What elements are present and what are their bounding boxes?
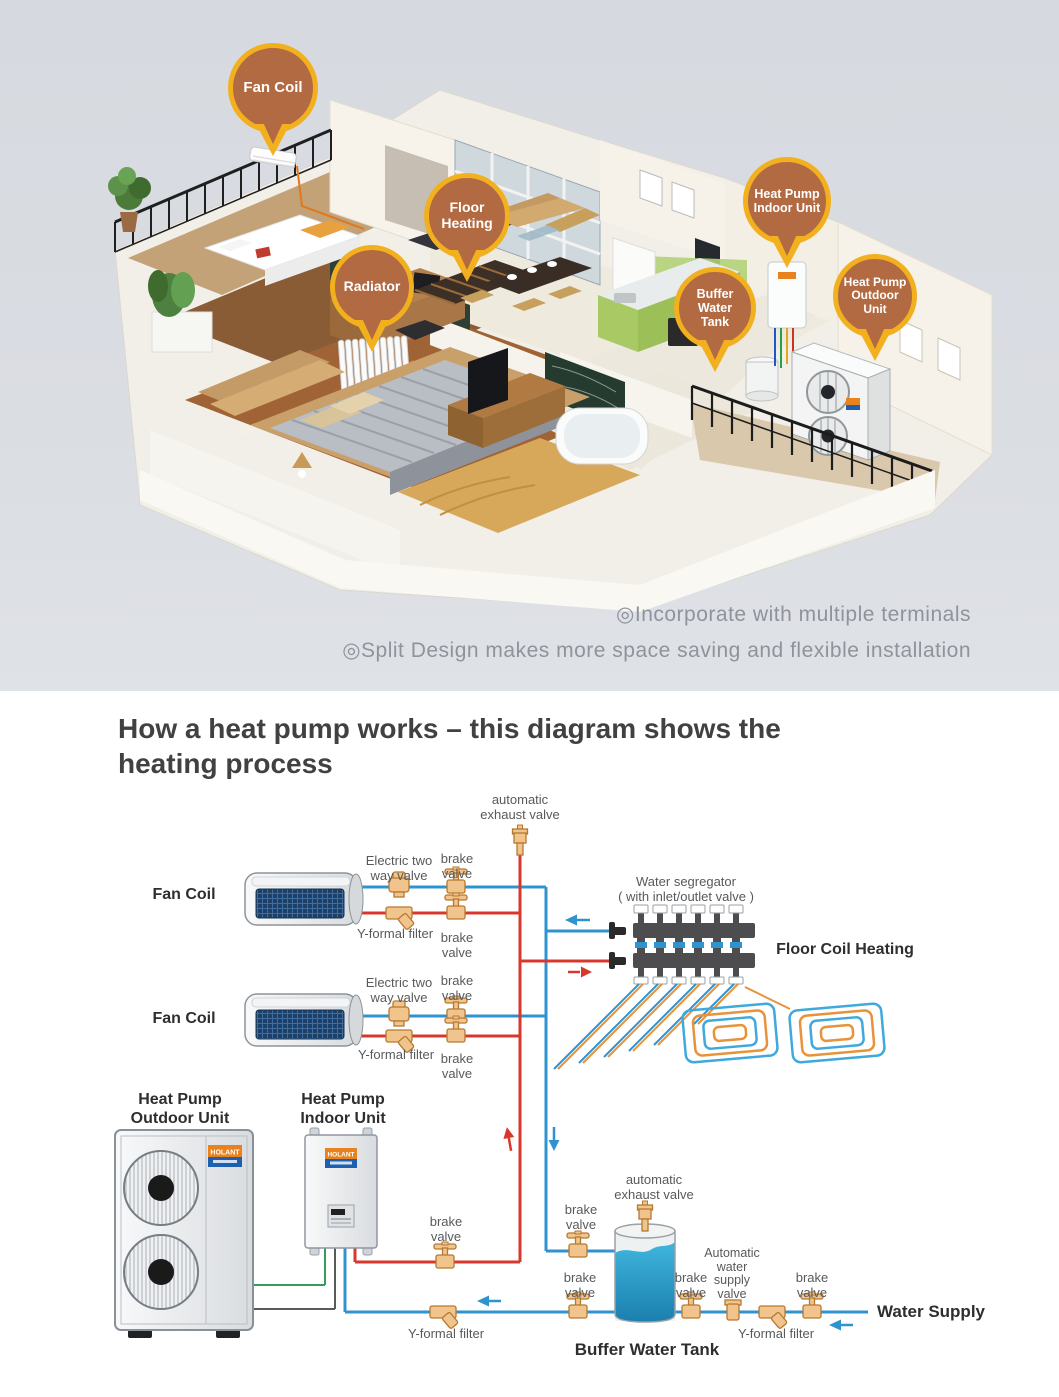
brake-valve-icon-tank-upper <box>566 1230 590 1258</box>
label-automatic-exhaust-valve-top: automatic exhaust valve <box>480 792 560 822</box>
heat-pump-outdoor-unit: HOLANT <box>114 1129 254 1338</box>
arrow-down-return-icon <box>548 1127 560 1151</box>
pin-heat-pump-indoor-label: Heat Pump Indoor Unit <box>753 187 821 215</box>
heat-pump-indoor-unit: HOLANT <box>304 1127 378 1256</box>
label-water-supply: Water Supply <box>877 1302 985 1321</box>
label-brake-valve-right2: brake valve <box>795 1270 829 1300</box>
feature-line-1: ◎Incorporate with multiple terminals <box>616 603 971 626</box>
label-y-formal-filter-1: Y-formal filter <box>356 926 434 941</box>
connection-lines <box>253 1248 336 1310</box>
water-segregator-unit <box>609 904 755 985</box>
label-fan-coil-1: Fan Coil <box>152 886 216 903</box>
label-fan-coil-2: Fan Coil <box>152 1010 216 1027</box>
pin-heat-pump-indoor: Heat Pump Indoor Unit <box>743 157 831 245</box>
front-slab <box>140 470 935 612</box>
fan-coil-unit-1 <box>244 872 364 926</box>
label-buffer-water-tank: Buffer Water Tank <box>574 1340 720 1359</box>
brand-text-outdoor: HOLANT <box>210 1150 240 1157</box>
heating-diagram-svg: HOLANT HOLANT <box>114 824 886 1338</box>
label-brake-valve-2b: brake valve <box>440 1051 474 1081</box>
label-y-formal-filter-2: Y-formal filter <box>357 1047 435 1062</box>
label-automatic-water-supply-valve: Automatic water supply valve <box>704 1246 760 1301</box>
pin-floor-heating: Floor Heating <box>424 173 510 259</box>
hero-section: Fan Coil Floor Heating Radiator Heat Pum… <box>0 0 1059 691</box>
arrow-left-bottom-icon <box>477 1295 501 1307</box>
pin-heat-pump-outdoor-label: Heat Pump Outdoor Unit <box>843 274 907 316</box>
label-brake-valve-2t: brake valve <box>440 973 474 1003</box>
label-brake-valve-1b: brake valve <box>440 930 474 960</box>
brand-text-indoor: HOLANT <box>327 1152 354 1159</box>
brand-badge-indoor <box>325 1148 357 1159</box>
label-automatic-exhaust-valve-tank: automatic exhaust valve <box>614 1172 694 1202</box>
label-electric-two-way-valve-1: Electric two way valve <box>365 853 433 883</box>
label-electric-two-way-valve-2: Electric two way valve <box>365 975 433 1005</box>
label-brake-valve-tank-upper: brake valve <box>564 1202 598 1232</box>
pin-buffer-water-tank: Buffer Water Tank <box>674 267 756 349</box>
bedroom2 <box>198 347 590 495</box>
buffer-water-tank-unit <box>614 1200 676 1323</box>
pin-radiator: Radiator <box>330 245 414 329</box>
brake-valve-icon-red <box>433 1241 457 1269</box>
pin-floor-heating-label: Floor Heating <box>441 199 493 231</box>
segregator-inlet-valve-icon <box>609 922 626 969</box>
label-brake-valve-bottom: brake valve <box>563 1270 597 1300</box>
label-heat-pump-indoor: Heat Pump Indoor Unit <box>300 1091 386 1128</box>
arrow-right-segregator-icon <box>568 966 592 978</box>
arrow-left-segregator-icon <box>565 914 590 926</box>
bathtub <box>555 407 649 465</box>
label-brake-valve-red: brake valve <box>429 1214 463 1244</box>
label-brake-valve-1t: brake valve <box>440 851 474 881</box>
schematic-section: How a heat pump works – this diagram sho… <box>0 691 1059 1397</box>
arrow-up-supply-icon <box>503 1127 515 1152</box>
hot-water-pipes <box>352 851 624 1264</box>
brake-valve-icon-1b <box>444 892 468 920</box>
fan-coil-unit-2 <box>244 993 364 1047</box>
pin-fan-coil-label: Fan Coil <box>243 78 303 96</box>
brand-badge-outdoor <box>208 1145 242 1157</box>
pin-radiator-label: Radiator <box>343 278 401 295</box>
label-water-segregator: Water segregator ( with inlet/outlet val… <box>618 874 754 904</box>
arrow-left-supply-icon <box>829 1319 853 1331</box>
label-brake-valve-tank-right: brake valve <box>674 1270 708 1300</box>
feature-line-2: ◎Split Design makes more space saving an… <box>342 639 971 662</box>
pin-fan-coil: Fan Coil <box>228 43 318 133</box>
diagram-title: How a heat pump works – this diagram sho… <box>118 713 781 779</box>
flow-arrows <box>477 914 853 1331</box>
plants <box>108 167 213 353</box>
label-floor-coil-heating: Floor Coil Heating <box>776 941 914 958</box>
brake-valve-icon-2b <box>444 1015 468 1043</box>
label-heat-pump-outdoor: Heat Pump Outdoor Unit <box>130 1091 230 1128</box>
label-y-formal-filter-right: Y-formal filter <box>737 1326 815 1341</box>
pin-heat-pump-outdoor: Heat Pump Outdoor Unit <box>833 254 917 338</box>
pin-buffer-water-tank-label: Buffer Water Tank <box>696 287 734 329</box>
automatic-exhaust-valve-icon-top <box>511 824 529 856</box>
automatic-water-supply-valve-icon <box>724 1299 742 1321</box>
label-y-formal-filter-bottom: Y-formal filter <box>407 1326 485 1341</box>
house-cutaway-illustration <box>108 89 993 612</box>
floor-heating-coils <box>553 983 886 1070</box>
